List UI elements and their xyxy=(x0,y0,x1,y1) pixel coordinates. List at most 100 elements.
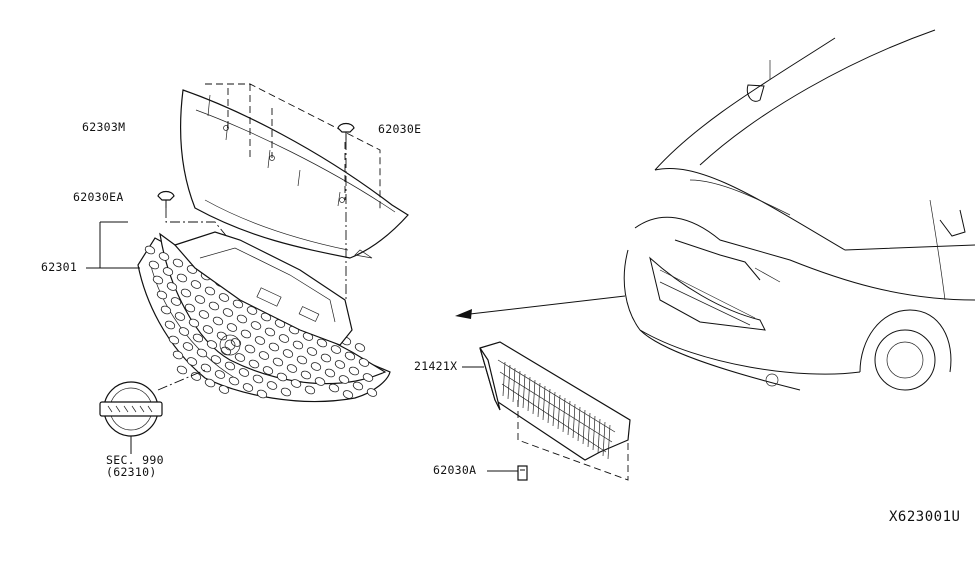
mesh-cell xyxy=(204,378,216,388)
mesh-cell xyxy=(168,335,180,345)
upper-molding-part xyxy=(179,89,409,259)
louver-blade xyxy=(552,391,556,427)
mesh-cell xyxy=(232,299,244,309)
mesh-cell xyxy=(324,368,336,378)
mesh-cell xyxy=(218,385,230,394)
mesh-cell xyxy=(218,293,230,302)
mesh-cell xyxy=(306,347,318,356)
louver-blade xyxy=(542,385,546,421)
mesh-cell xyxy=(160,305,172,315)
mesh-cell xyxy=(240,329,252,339)
location-arrow xyxy=(455,295,626,319)
mesh-cell xyxy=(342,390,354,399)
mesh-cell xyxy=(316,338,328,348)
mesh-cell xyxy=(304,385,316,395)
mesh-cell xyxy=(348,366,360,376)
mesh-cell xyxy=(244,344,256,354)
mesh-cell xyxy=(256,389,268,399)
mesh-cell xyxy=(248,359,260,369)
louver-blade xyxy=(607,424,611,460)
mesh-cell xyxy=(366,388,378,397)
mesh-cell xyxy=(184,303,196,313)
mesh-cell xyxy=(344,351,356,361)
mesh-cell xyxy=(334,360,346,369)
mesh-cell xyxy=(252,374,264,384)
mesh-cell xyxy=(152,275,164,285)
vehicle-front-view xyxy=(623,29,975,391)
mesh-cell xyxy=(182,342,194,351)
mesh-cell xyxy=(198,310,210,319)
mesh-cell xyxy=(296,355,308,365)
louver-blade xyxy=(582,409,586,445)
mesh-cell xyxy=(352,381,364,391)
mesh-cell xyxy=(292,340,304,350)
louver-blade xyxy=(527,376,531,412)
mesh-cell xyxy=(280,387,292,397)
mesh-cell xyxy=(234,353,246,362)
label-62030ea: 62030EA xyxy=(73,190,124,204)
mesh-cell xyxy=(314,377,326,386)
mesh-cell xyxy=(338,375,350,384)
clip-62030ea xyxy=(157,190,175,208)
louver-blade xyxy=(562,397,566,433)
mesh-cell xyxy=(264,327,276,337)
mesh-cell xyxy=(282,349,294,358)
mesh-cell xyxy=(174,312,186,321)
clip-62030a xyxy=(517,465,528,481)
mesh-cell xyxy=(178,327,190,336)
louver-blade xyxy=(502,361,506,397)
mesh-cell xyxy=(310,362,322,371)
clip-62030e xyxy=(337,122,355,140)
mesh-cell xyxy=(188,318,200,328)
mesh-cell xyxy=(176,273,188,283)
grille-bracket-line xyxy=(86,221,140,269)
mesh-cell xyxy=(228,376,240,386)
mesh-cell xyxy=(214,370,226,379)
mesh-cell xyxy=(254,336,266,345)
grille-assembly-part xyxy=(137,231,391,403)
mesh-cell xyxy=(166,282,178,291)
shutter-guide-lines xyxy=(517,400,629,481)
mesh-cell xyxy=(202,325,214,334)
shutter-louvers xyxy=(502,361,611,460)
mesh-cell xyxy=(186,357,198,366)
mesh-cell xyxy=(242,383,254,392)
mesh-cell xyxy=(180,288,192,298)
mesh-cell xyxy=(158,252,170,261)
emblem-part xyxy=(99,381,163,437)
mesh-cell xyxy=(278,334,290,343)
louver-blade xyxy=(592,415,596,451)
mesh-cell xyxy=(190,280,202,289)
mesh-cell xyxy=(206,340,218,349)
mesh-cell xyxy=(276,372,288,382)
mesh-cell xyxy=(290,379,302,388)
molding-guide-lines xyxy=(205,83,381,210)
mesh-cell xyxy=(258,351,270,360)
louver-blade xyxy=(602,421,606,457)
mesh-cell xyxy=(170,297,182,306)
mesh-cell xyxy=(212,316,224,326)
mesh-cell xyxy=(204,286,216,296)
mesh-cell xyxy=(216,331,228,341)
mesh-cell xyxy=(320,353,332,363)
louver-blade xyxy=(567,400,571,436)
mesh-cell xyxy=(194,295,206,304)
mesh-cell xyxy=(208,301,220,311)
grille-mesh xyxy=(144,245,378,399)
mesh-cell xyxy=(200,363,212,373)
louver-blade xyxy=(547,388,551,424)
mesh-cell xyxy=(300,370,312,380)
mesh-cell xyxy=(210,355,222,364)
louver-blade xyxy=(517,370,521,406)
label-62301: 62301 xyxy=(41,260,78,274)
label-62030e: 62030E xyxy=(378,122,422,136)
mesh-cell xyxy=(148,260,160,270)
mesh-cell xyxy=(224,361,236,371)
louver-blade xyxy=(587,412,591,448)
louver-blade xyxy=(572,403,576,439)
mesh-cell xyxy=(176,365,188,375)
mesh-cell xyxy=(172,350,184,360)
mesh-cell xyxy=(238,368,250,377)
mesh-cell xyxy=(162,267,174,276)
